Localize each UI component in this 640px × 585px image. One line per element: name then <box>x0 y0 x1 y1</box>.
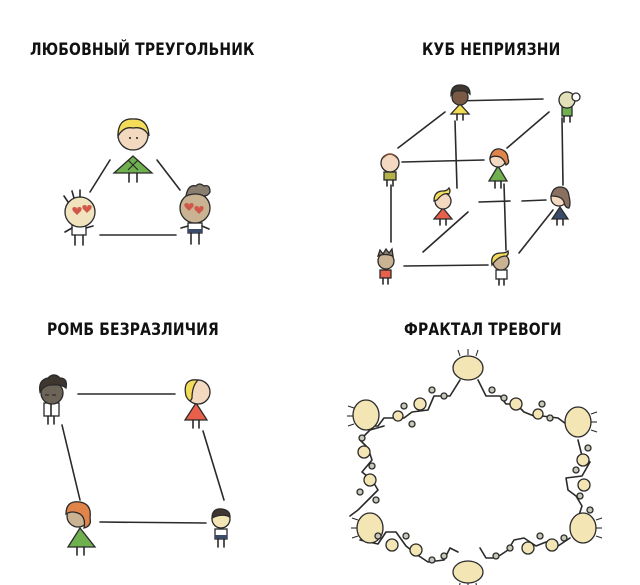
person-curly-yellow <box>449 84 471 121</box>
rhombus-illustration <box>39 374 231 556</box>
person-bottom-right-hearts <box>179 183 211 245</box>
anxious-head-small <box>357 397 591 557</box>
person-ginger-green <box>487 148 510 189</box>
person-curly-dark <box>39 374 68 425</box>
panel-title: РОМБ БЕЗРАЗЛИЧИЯ <box>47 320 219 340</box>
anxious-head-large <box>352 355 597 584</box>
person-blonde-white <box>491 249 510 286</box>
person-boy-yellow-shirt <box>380 153 400 187</box>
panel-title: ФРАКТАЛ ТРЕВОГИ <box>404 320 562 340</box>
love-triangle-illustration <box>63 118 211 246</box>
person-blonde-red <box>432 186 454 226</box>
panel-title: КУБ НЕПРИЯЗНИ <box>422 40 561 60</box>
cube-illustration <box>376 84 581 286</box>
person-brunette-navy <box>550 186 571 226</box>
person-bald-green <box>558 91 581 123</box>
person-top-blonde <box>112 118 154 183</box>
person-blonde-red-dress <box>183 379 211 429</box>
panel-love-triangle: ЛЮБОВНЫЙ ТРЕУГОЛЬНИК <box>0 0 320 300</box>
person-short-hair <box>211 508 231 548</box>
person-tuft-red <box>376 247 395 285</box>
person-ginger-green-dress <box>65 501 97 556</box>
anxious-head-tiny <box>356 386 594 564</box>
panel-fractal-of-anxiety: ФРАКТАЛ ТРЕВОГИ <box>320 300 640 585</box>
panel-rhombus-of-indifference: РОМБ БЕЗРАЗЛИЧИЯ <box>0 300 320 585</box>
panel-cube-of-dislike: КУБ НЕПРИЯЗНИ <box>320 0 640 300</box>
fractal-illustration <box>347 349 603 585</box>
person-bottom-left-hearts <box>63 189 96 246</box>
panel-title: ЛЮБОВНЫЙ ТРЕУГОЛЬНИК <box>30 40 255 60</box>
